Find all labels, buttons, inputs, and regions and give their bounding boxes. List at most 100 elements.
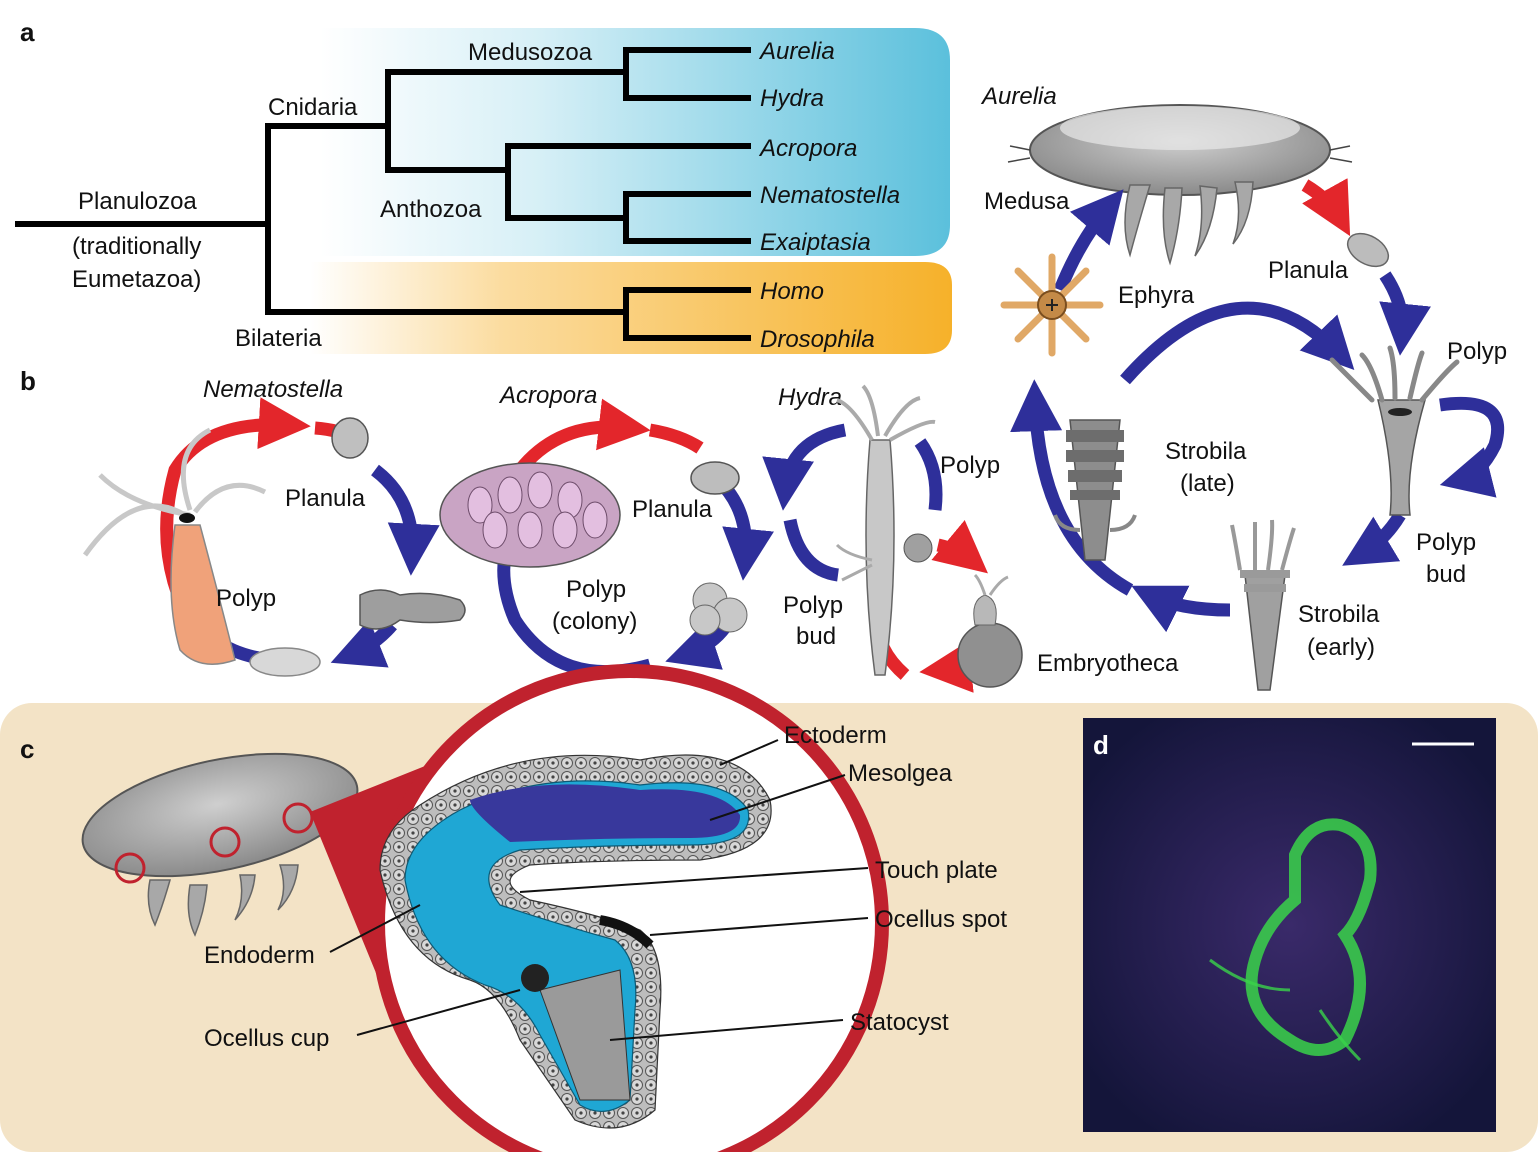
panel-label-a: a bbox=[20, 17, 35, 47]
panel-c-medusa-illustration bbox=[81, 752, 359, 937]
mesolgea-region bbox=[470, 784, 741, 842]
aurelia-polyp-bud-label-1: Polyp bbox=[1416, 529, 1476, 556]
ocellus-cup-pigment bbox=[521, 964, 549, 992]
arrow-strobila-late-to-ephyra bbox=[1010, 379, 1134, 596]
aurelia-planula-label: Planula bbox=[1268, 257, 1349, 284]
arrow-ephyra-to-polyp bbox=[1120, 301, 1355, 385]
acropora-polyp-label-2: (colony) bbox=[552, 608, 637, 635]
label-endoderm: Endoderm bbox=[204, 942, 315, 969]
hydra-arrow-red-top bbox=[931, 520, 988, 574]
taxon-exaiptasia: Exaiptasia bbox=[760, 229, 871, 256]
aurelia-life-cycle: Aurelia bbox=[980, 83, 1507, 691]
rhopalium-marker-1 bbox=[114, 852, 146, 884]
planula-illustration bbox=[1346, 232, 1390, 268]
hydra-polyp-illustration bbox=[835, 384, 936, 676]
label-cnidaria: Cnidaria bbox=[268, 94, 358, 121]
aurelia-polyp-label: Polyp bbox=[1447, 338, 1507, 365]
acropora-cycle: Acropora bbox=[439, 382, 774, 678]
medusa-illustration bbox=[1007, 104, 1353, 266]
taxon-hydra: Hydra bbox=[760, 85, 824, 112]
strobila-early-illustration bbox=[1230, 519, 1296, 691]
taxon-drosophila: Drosophila bbox=[760, 326, 875, 353]
arrow-strobila-early-to-late bbox=[1131, 585, 1231, 633]
aurelia-strobila-late-label-1: Strobila bbox=[1165, 438, 1247, 465]
acropora-title: Acropora bbox=[498, 382, 597, 409]
polyp-illustration bbox=[1329, 345, 1460, 516]
nematostella-planula-illustration bbox=[331, 417, 369, 459]
hydra-polyp-label: Polyp bbox=[940, 452, 1000, 479]
rhopalium-diagram bbox=[379, 754, 772, 1129]
ephyra-illustration bbox=[1000, 253, 1104, 357]
leader-lines bbox=[329, 739, 869, 1041]
tree-branches bbox=[15, 47, 751, 341]
label-ocellus-spot: Ocellus spot bbox=[875, 906, 1007, 933]
acropora-arrow-red bbox=[514, 398, 651, 475]
aurelia-title: Aurelia bbox=[980, 83, 1057, 110]
aurelia-strobila-late-label-2: (late) bbox=[1180, 470, 1235, 497]
hydra-cycle: Hydra Polyp Polyp bud bbox=[762, 384, 1179, 693]
label-ocellus-cup: Ocellus cup bbox=[204, 1025, 329, 1052]
cnidaria-band bbox=[320, 28, 950, 256]
hydra-embryotheca-illustration bbox=[957, 573, 1023, 688]
panel-c: c Ec bbox=[0, 664, 1538, 1152]
taxon-homo: Homo bbox=[760, 278, 824, 305]
statocyst-crystals bbox=[539, 969, 631, 1101]
bilateria-band bbox=[310, 262, 952, 354]
hydra-polyp-bud-label-2: bud bbox=[796, 623, 836, 650]
acropora-colony-illustration bbox=[439, 462, 621, 568]
arrow-medusa-to-planula bbox=[1301, 178, 1351, 237]
arrow-polyp-bud bbox=[1439, 396, 1505, 498]
taxon-acropora: Acropora bbox=[758, 135, 857, 162]
hydra-arrow-top bbox=[762, 423, 847, 511]
nematostella-title: Nematostella bbox=[203, 376, 343, 403]
aurelia-strobila-early-label-2: (early) bbox=[1307, 634, 1375, 661]
nematostella-polyp-illustration bbox=[170, 524, 236, 665]
acropora-polyp-label-1: Polyp bbox=[566, 576, 626, 603]
label-planulozoa: Planulozoa bbox=[78, 188, 197, 215]
nematostella-arrow-planula bbox=[370, 464, 440, 576]
taxon-nematostella: Nematostella bbox=[760, 182, 900, 209]
aurelia-polyp-bud-label-2: bud bbox=[1426, 561, 1466, 588]
hydra-embryotheca-label: Embryotheca bbox=[1037, 650, 1179, 677]
acropora-recruit-illustration bbox=[689, 582, 748, 636]
aurelia-ephyra-label: Ephyra bbox=[1118, 282, 1195, 309]
rhopalium-gfp-signal bbox=[1245, 818, 1377, 1056]
label-touch-plate: Touch plate bbox=[875, 857, 998, 884]
aurelia-strobila-early-label-1: Strobila bbox=[1298, 601, 1380, 628]
hydra-arrow-bud bbox=[783, 518, 840, 582]
acropora-planula-label: Planula bbox=[632, 496, 713, 523]
label-statocyst: Statocyst bbox=[850, 1009, 949, 1036]
hydra-title: Hydra bbox=[778, 384, 842, 411]
arrow-ephyra-to-medusa bbox=[1053, 189, 1124, 293]
panel-a: a Planulozoa (traditionally Eume bbox=[15, 17, 952, 354]
label-ectoderm: Ectoderm bbox=[784, 722, 887, 749]
aurelia-medusa-label: Medusa bbox=[984, 188, 1070, 215]
taxon-aurelia: Aurelia bbox=[758, 38, 835, 65]
aurelia-arrows bbox=[1010, 178, 1505, 633]
panel-label-d: d bbox=[1093, 730, 1109, 760]
label-traditionally: (traditionally bbox=[72, 233, 201, 260]
arrow-planula-to-polyp bbox=[1379, 271, 1431, 356]
nematostella-juvenile-illustration bbox=[359, 589, 466, 630]
label-eumetazoa: Eumetazoa) bbox=[72, 266, 201, 293]
nematostella-polyp-label: Polyp bbox=[216, 585, 276, 612]
panel-label-c: c bbox=[20, 734, 34, 764]
panel-label-b: b bbox=[20, 366, 36, 396]
label-mesolgea: Mesolgea bbox=[848, 760, 953, 787]
nematostella-planula-label: Planula bbox=[285, 485, 366, 512]
rhopalium-marker-2 bbox=[209, 826, 241, 858]
strobila-late-illustration bbox=[1053, 419, 1137, 561]
label-anthozoa: Anthozoa bbox=[380, 196, 482, 223]
arrow-polyp-to-strobila-early bbox=[1342, 511, 1406, 566]
panel-d: d bbox=[1083, 718, 1496, 1132]
fluorescence-micrograph bbox=[1083, 718, 1496, 1132]
nematostella-cycle: Nematostella Planula Polyp bbox=[82, 376, 466, 677]
hydra-polyp-bud-label-1: Polyp bbox=[783, 592, 843, 619]
rhopalium-marker-3 bbox=[282, 802, 314, 834]
hydra-arrow-right bbox=[914, 438, 943, 511]
ocellus-spot-pigment bbox=[599, 915, 654, 949]
acropora-arrow-red-tail bbox=[648, 423, 704, 454]
endoderm-layer bbox=[404, 780, 750, 1112]
acropora-planula-illustration bbox=[690, 461, 740, 495]
